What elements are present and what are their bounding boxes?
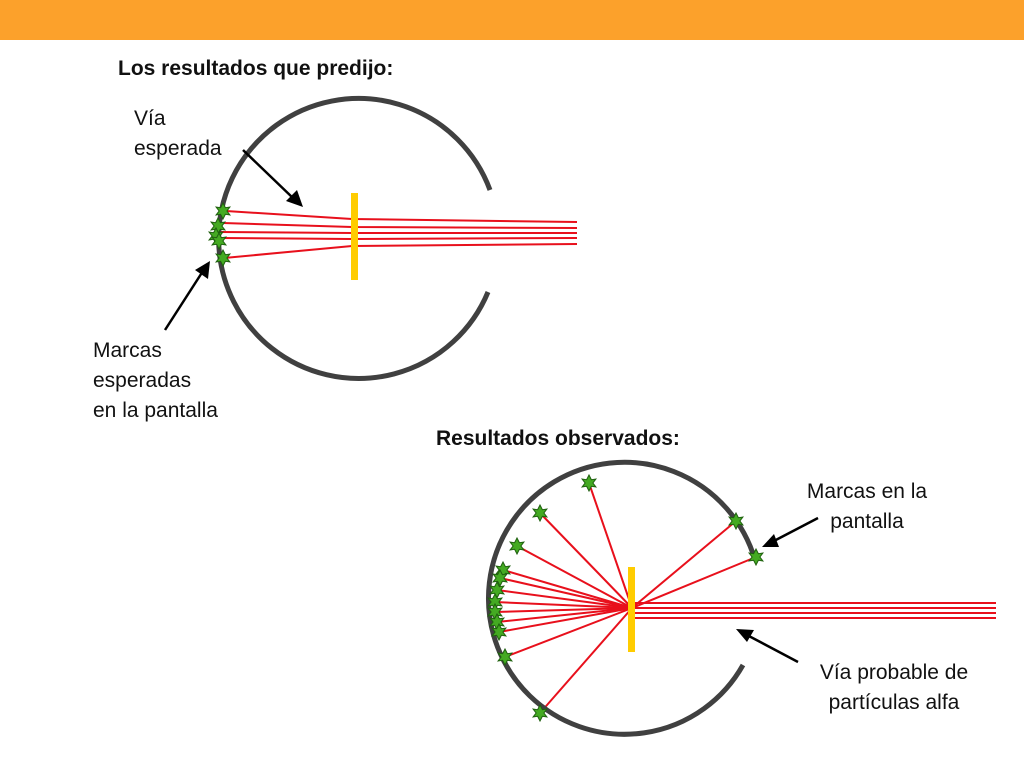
predicted-screen-mark (214, 201, 232, 221)
observed-path (539, 607, 633, 714)
label-line: Vía probable de (819, 661, 969, 684)
observed-beam (632, 602, 996, 619)
predicted-path (222, 222, 578, 229)
predicted-diagram (163, 95, 578, 381)
observed-path (504, 607, 633, 658)
observed-screen-mark (747, 547, 765, 567)
observed-path (631, 556, 757, 609)
predicted-screen-mark (214, 248, 232, 268)
alpha-path-label: Vía probable de partículas alfa (796, 658, 992, 718)
predicted-marks-arrow (163, 261, 210, 331)
observed-path (516, 545, 633, 609)
observed-path (588, 482, 633, 609)
observed-path (494, 601, 633, 609)
label-line: Marcas en la (806, 480, 928, 503)
observed-screen-mark (531, 703, 549, 723)
top-accent-bar (0, 0, 1024, 40)
observed-path (494, 607, 633, 613)
predicted-beam (219, 210, 578, 259)
observed-path-arrow (736, 629, 799, 664)
observed-path (539, 512, 633, 609)
observed-path (499, 577, 633, 609)
predicted-path-arrow (242, 149, 303, 207)
observed-diagram (486, 459, 996, 737)
observed-marks-arrow (762, 516, 819, 547)
label-line: Marcas (93, 339, 162, 362)
observed-screen-mark (491, 568, 509, 588)
observed-scattered-paths (494, 482, 757, 714)
screen-marks-label: Marcas en la pantalla (786, 477, 948, 537)
observed-screen-mark (496, 647, 514, 667)
observed-screen-mark (727, 511, 745, 531)
label-line: partículas alfa (828, 691, 960, 714)
observed-path (496, 589, 633, 609)
predicted-screen-marks (207, 201, 232, 268)
expected-path-label: Vía esperada (134, 104, 222, 164)
observed-screen-mark (490, 622, 508, 642)
label-line: esperadas (93, 369, 192, 392)
observed-screen-mark (508, 536, 526, 556)
observed-screen-marks (486, 473, 765, 723)
observed-screen-mark (531, 503, 549, 523)
observed-path (502, 569, 633, 609)
observed-path (498, 607, 633, 633)
observed-detector-screen (486, 459, 758, 737)
predicted-path (219, 231, 577, 234)
label-line: en la pantalla (93, 399, 218, 422)
label-line: Vía (134, 107, 166, 130)
label-line: pantalla (830, 510, 904, 533)
expected-marks-label: Marcas esperadas en la pantalla (93, 336, 218, 426)
label-line: esperada (134, 137, 222, 160)
predicted-results-title: Los resultados que predijo: (118, 57, 394, 80)
observed-screen-mark (580, 473, 598, 493)
predicted-path (225, 210, 578, 223)
observed-gold-foil (628, 567, 635, 652)
observed-path (631, 520, 737, 609)
observed-results-title: Resultados observados: (436, 427, 680, 450)
predicted-path (219, 237, 578, 241)
predicted-gold-foil (351, 193, 358, 280)
predicted-screen-mark (210, 231, 228, 251)
predicted-path (223, 243, 578, 259)
observed-path (496, 607, 633, 623)
